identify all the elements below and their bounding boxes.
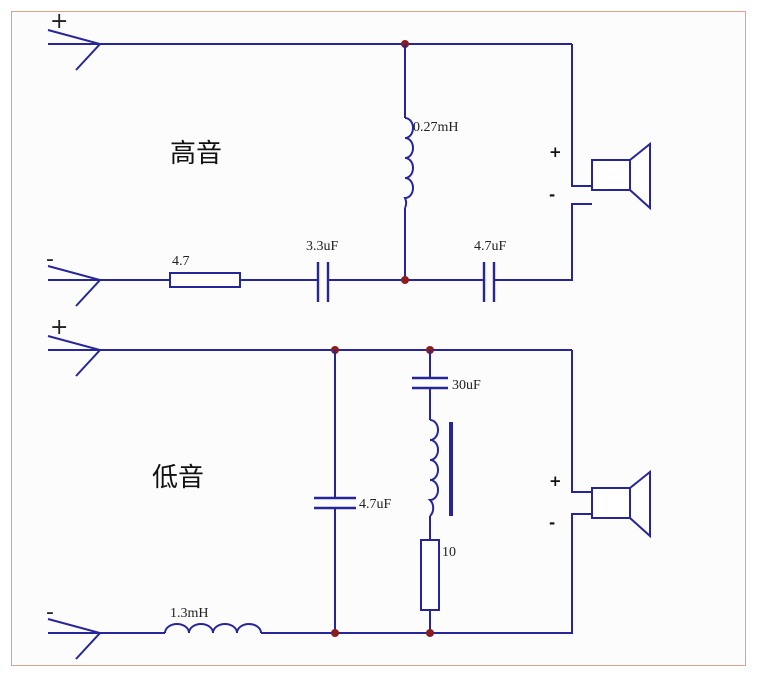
tweeter-speaker-plus: + (549, 143, 562, 161)
tweeter-capacitor-out-label: 4.7uF (474, 239, 507, 254)
tweeter-resistor (169, 272, 241, 288)
woofer-section-title: 低音 (152, 463, 204, 493)
woofer-resistor (420, 539, 440, 611)
woofer-series-inductor-label: 1.3mH (170, 606, 209, 621)
tweeter-inductor-coil (403, 117, 414, 209)
woofer-minus-sign: - (46, 600, 54, 625)
tweeter-capacitor-out (482, 262, 496, 302)
woofer-junction-bottom-left (331, 629, 339, 637)
tweeter-top-rail (571, 44, 592, 187)
woofer-top-rail (571, 350, 592, 493)
woofer-plus-terminal-arrow (47, 335, 572, 377)
woofer-capacitor-shunt-label: 4.7uF (359, 497, 392, 512)
tweeter-minus-terminal-arrow (47, 265, 170, 307)
woofer-plus-sign: + (50, 315, 68, 340)
tweeter-speaker-icon (591, 141, 651, 211)
woofer-capacitor-shunt (314, 496, 356, 510)
woofer-capacitor-notch (412, 376, 448, 390)
woofer-notch-inductor-coil (427, 419, 439, 517)
tweeter-section-title: 高音 (170, 139, 222, 169)
woofer-bottom-wire (261, 513, 592, 634)
woofer-series-inductor-coil (164, 623, 262, 634)
tweeter-capacitor-series (316, 262, 330, 302)
woofer-resistor-label: 10 (442, 545, 456, 560)
tweeter-resistor-label: 4.7 (172, 254, 190, 269)
tweeter-plus-terminal-arrow (47, 29, 572, 71)
woofer-junction-bottom-right (426, 629, 434, 637)
woofer-circuit: + 4.7uF 30uF 10 低音 - 1.3mH (46, 315, 651, 660)
woofer-speaker-icon (591, 469, 651, 539)
tweeter-capacitor-series-label: 3.3uF (306, 239, 339, 254)
tweeter-inductor-label: 0.27mH (413, 120, 459, 135)
tweeter-circuit: + 0.27mH 高音 - 4.7 3.3uF 4.7uF (46, 9, 651, 307)
woofer-capacitor-notch-label: 30uF (452, 378, 481, 393)
tweeter-speaker-minus: - (549, 186, 555, 204)
diagram-frame (11, 11, 746, 666)
tweeter-minus-sign: - (46, 247, 54, 272)
tweeter-plus-sign: + (50, 9, 68, 34)
tweeter-junction-bottom (401, 276, 409, 284)
tweeter-bottom-wire-3 (494, 203, 592, 281)
woofer-minus-terminal-arrow (47, 618, 165, 660)
woofer-speaker-plus: + (549, 472, 562, 490)
woofer-speaker-minus: - (549, 514, 555, 532)
